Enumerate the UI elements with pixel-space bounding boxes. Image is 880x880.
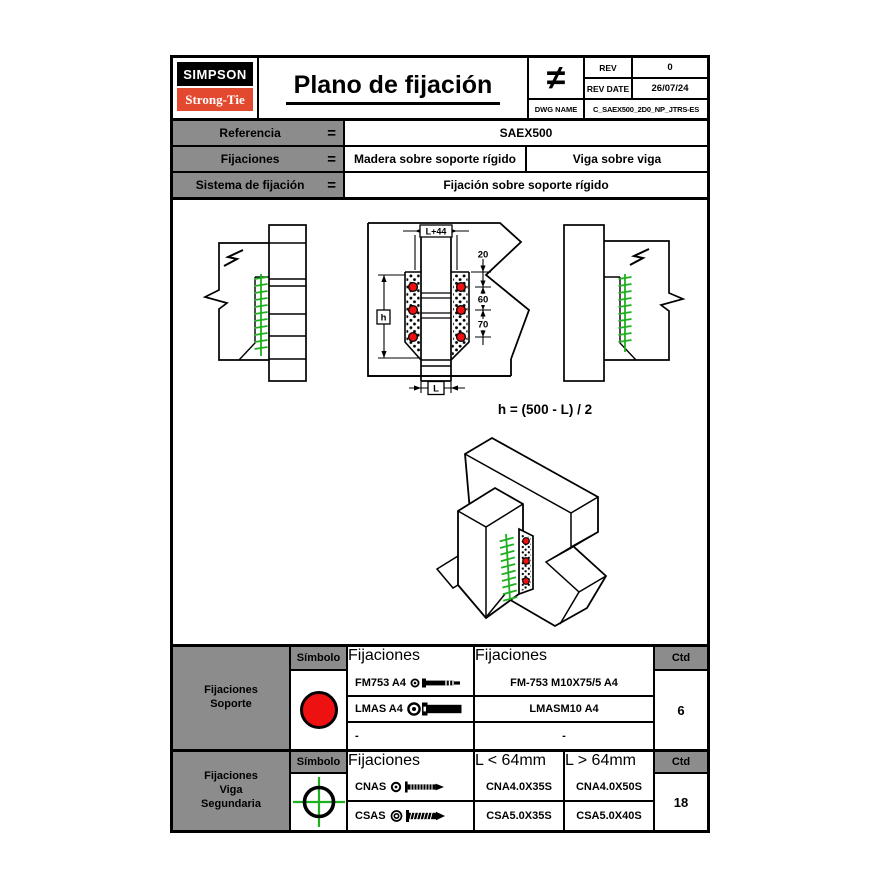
fixings-row: Fijaciones = Madera sobre soporte rígido… <box>173 147 707 173</box>
sistema-value: Fijación sobre soporte rígido <box>345 173 707 197</box>
dim-bottom <box>409 380 465 396</box>
table-row: CNAS CNA4.0X35S CNA4.0X50S <box>348 774 653 802</box>
ring-nail-icon <box>390 781 445 793</box>
red-circle-symbol-icon <box>299 691 338 729</box>
simpson-strongtie-logo: SIMPSON Strong-Tie <box>173 58 259 118</box>
side-view-right <box>563 224 686 382</box>
support-fasteners-red <box>407 281 467 343</box>
support-qty: 6 <box>677 702 685 718</box>
beam-qty: 18 <box>673 794 689 810</box>
dim-label-l: L <box>433 384 439 395</box>
front-view-center <box>367 222 531 382</box>
symbol-header: Símbolo <box>291 647 346 671</box>
rev-row: REV 0 <box>585 58 707 79</box>
fixing-reference: - <box>475 723 653 749</box>
beam-table-title: Fijaciones Viga Segundaria <box>201 770 261 810</box>
referencia-value: SAEX500 <box>345 121 707 145</box>
break-symbol <box>629 248 650 266</box>
beam-fixings-table: Fijaciones Viga Segundaria Símbolo Fijac… <box>173 752 707 830</box>
sheet-title-text: Plano de fijación <box>285 71 501 105</box>
dim-label-20: 20 <box>478 250 489 261</box>
sistema-label: Sistema de fijación <box>195 178 305 192</box>
dim-h <box>376 274 420 359</box>
fijaciones-label: Fijaciones <box>220 152 280 166</box>
rev-date-row: REV DATE 26/07/24 <box>585 79 707 100</box>
technical-drawing: L+44 h 20 60 70 L h = (500 - L) / 2 <box>202 222 686 628</box>
screws-right-view <box>618 274 632 352</box>
equals-sign: = <box>327 150 336 168</box>
fixing-reference: LMASM10 A4 <box>475 697 653 721</box>
revision-block: ≠ REV 0 REV DATE 26/07/24 DWG NAME C_SAE… <box>529 58 707 118</box>
referencia-label: Referencia <box>219 126 281 140</box>
iso-wedge <box>435 555 459 589</box>
not-equal-symbol-icon: ≠ <box>529 58 585 100</box>
fixing-name: LMAS A4 <box>355 703 403 715</box>
green-crosshair-symbol-icon <box>292 777 345 827</box>
table-row: CSAS CSA5.0X35S CSA5.0X40S <box>348 802 653 830</box>
rev-date-value: 26/07/24 <box>651 83 689 94</box>
rev-value: 0 <box>667 62 673 73</box>
logo-strongtie: Strong-Tie <box>177 88 253 111</box>
fixing-reference: FM-753 M10X75/5 A4 <box>475 671 653 695</box>
fijaciones-value-2: Viga sobre viga <box>527 147 707 171</box>
dim-right-stack <box>471 258 491 345</box>
fixings-header-2: Fijaciones <box>475 647 548 664</box>
fixing-name: FM753 A4 <box>355 677 406 689</box>
dim-label-l44: L+44 <box>426 227 447 237</box>
dim-label-70: 70 <box>478 320 489 331</box>
table-row: FM753 A4 FM-753 M10X75/5 A4 <box>348 671 653 697</box>
sheet-title: Plano de fijación <box>259 58 529 118</box>
dwg-name-label: DWG NAME <box>529 100 585 118</box>
dwg-name-value: C_SAEX500_2D0_NP_JTRS-ES <box>592 104 700 114</box>
qty-header: Ctd <box>655 647 707 671</box>
support-table-title: Fijaciones Soporte <box>204 684 258 710</box>
iso-connector-plate <box>518 527 534 596</box>
bolt-icon <box>410 678 460 688</box>
screw-icon <box>390 810 445 822</box>
drawing-area: L+44 h 20 60 70 L h = (500 - L) / 2 <box>173 200 707 647</box>
length-less-header: L < 64mm <box>475 752 565 774</box>
support-fixings-table: Fijaciones Soporte Símbolo Fijaciones Fi… <box>173 647 707 752</box>
anchor-bolt-icon <box>407 702 462 716</box>
dim-top <box>403 224 469 270</box>
fixings-header: Fijaciones <box>348 752 475 774</box>
rev-label: REV <box>585 58 633 77</box>
iso-screws <box>499 533 518 602</box>
fixing-name: - <box>355 730 359 742</box>
reference-row: Referencia = SAEX500 <box>173 121 707 147</box>
table-row: LMAS A4 LMASM10 A4 <box>348 697 653 723</box>
fixing-name: CSAS <box>355 810 386 822</box>
isometric-view <box>435 436 608 628</box>
system-row: Sistema de fijación = Fijación sobre sop… <box>173 173 707 200</box>
ref-long: CNA4.0X50S <box>565 774 653 800</box>
dim-label-h: h <box>381 313 387 324</box>
side-view-left <box>202 224 307 382</box>
ref-short: CSA5.0X35S <box>475 802 565 830</box>
drawing-sheet: SIMPSON Strong-Tie Plano de fijación ≠ R… <box>170 55 710 833</box>
qty-header: Ctd <box>655 752 707 774</box>
length-more-header: L > 64mm <box>565 752 636 769</box>
break-symbol <box>223 249 244 267</box>
title-block: SIMPSON Strong-Tie Plano de fijación ≠ R… <box>173 58 707 121</box>
table-row: - - <box>348 723 653 749</box>
logo-simpson: SIMPSON <box>177 62 253 86</box>
fijaciones-value-1: Madera sobre soporte rígido <box>345 147 527 171</box>
fixings-header-1: Fijaciones <box>348 647 475 671</box>
rev-date-label: REV DATE <box>585 79 633 98</box>
equals-sign: = <box>327 124 336 142</box>
fixing-name: CNAS <box>355 781 387 793</box>
equals-sign: = <box>327 176 336 194</box>
dim-label-60: 60 <box>478 295 489 306</box>
symbol-header: Símbolo <box>291 752 346 774</box>
height-formula: h = (500 - L) / 2 <box>498 402 592 417</box>
ref-long: CSA5.0X40S <box>565 802 653 830</box>
ref-short: CNA4.0X35S <box>475 774 565 800</box>
screws-left-view <box>254 274 268 356</box>
